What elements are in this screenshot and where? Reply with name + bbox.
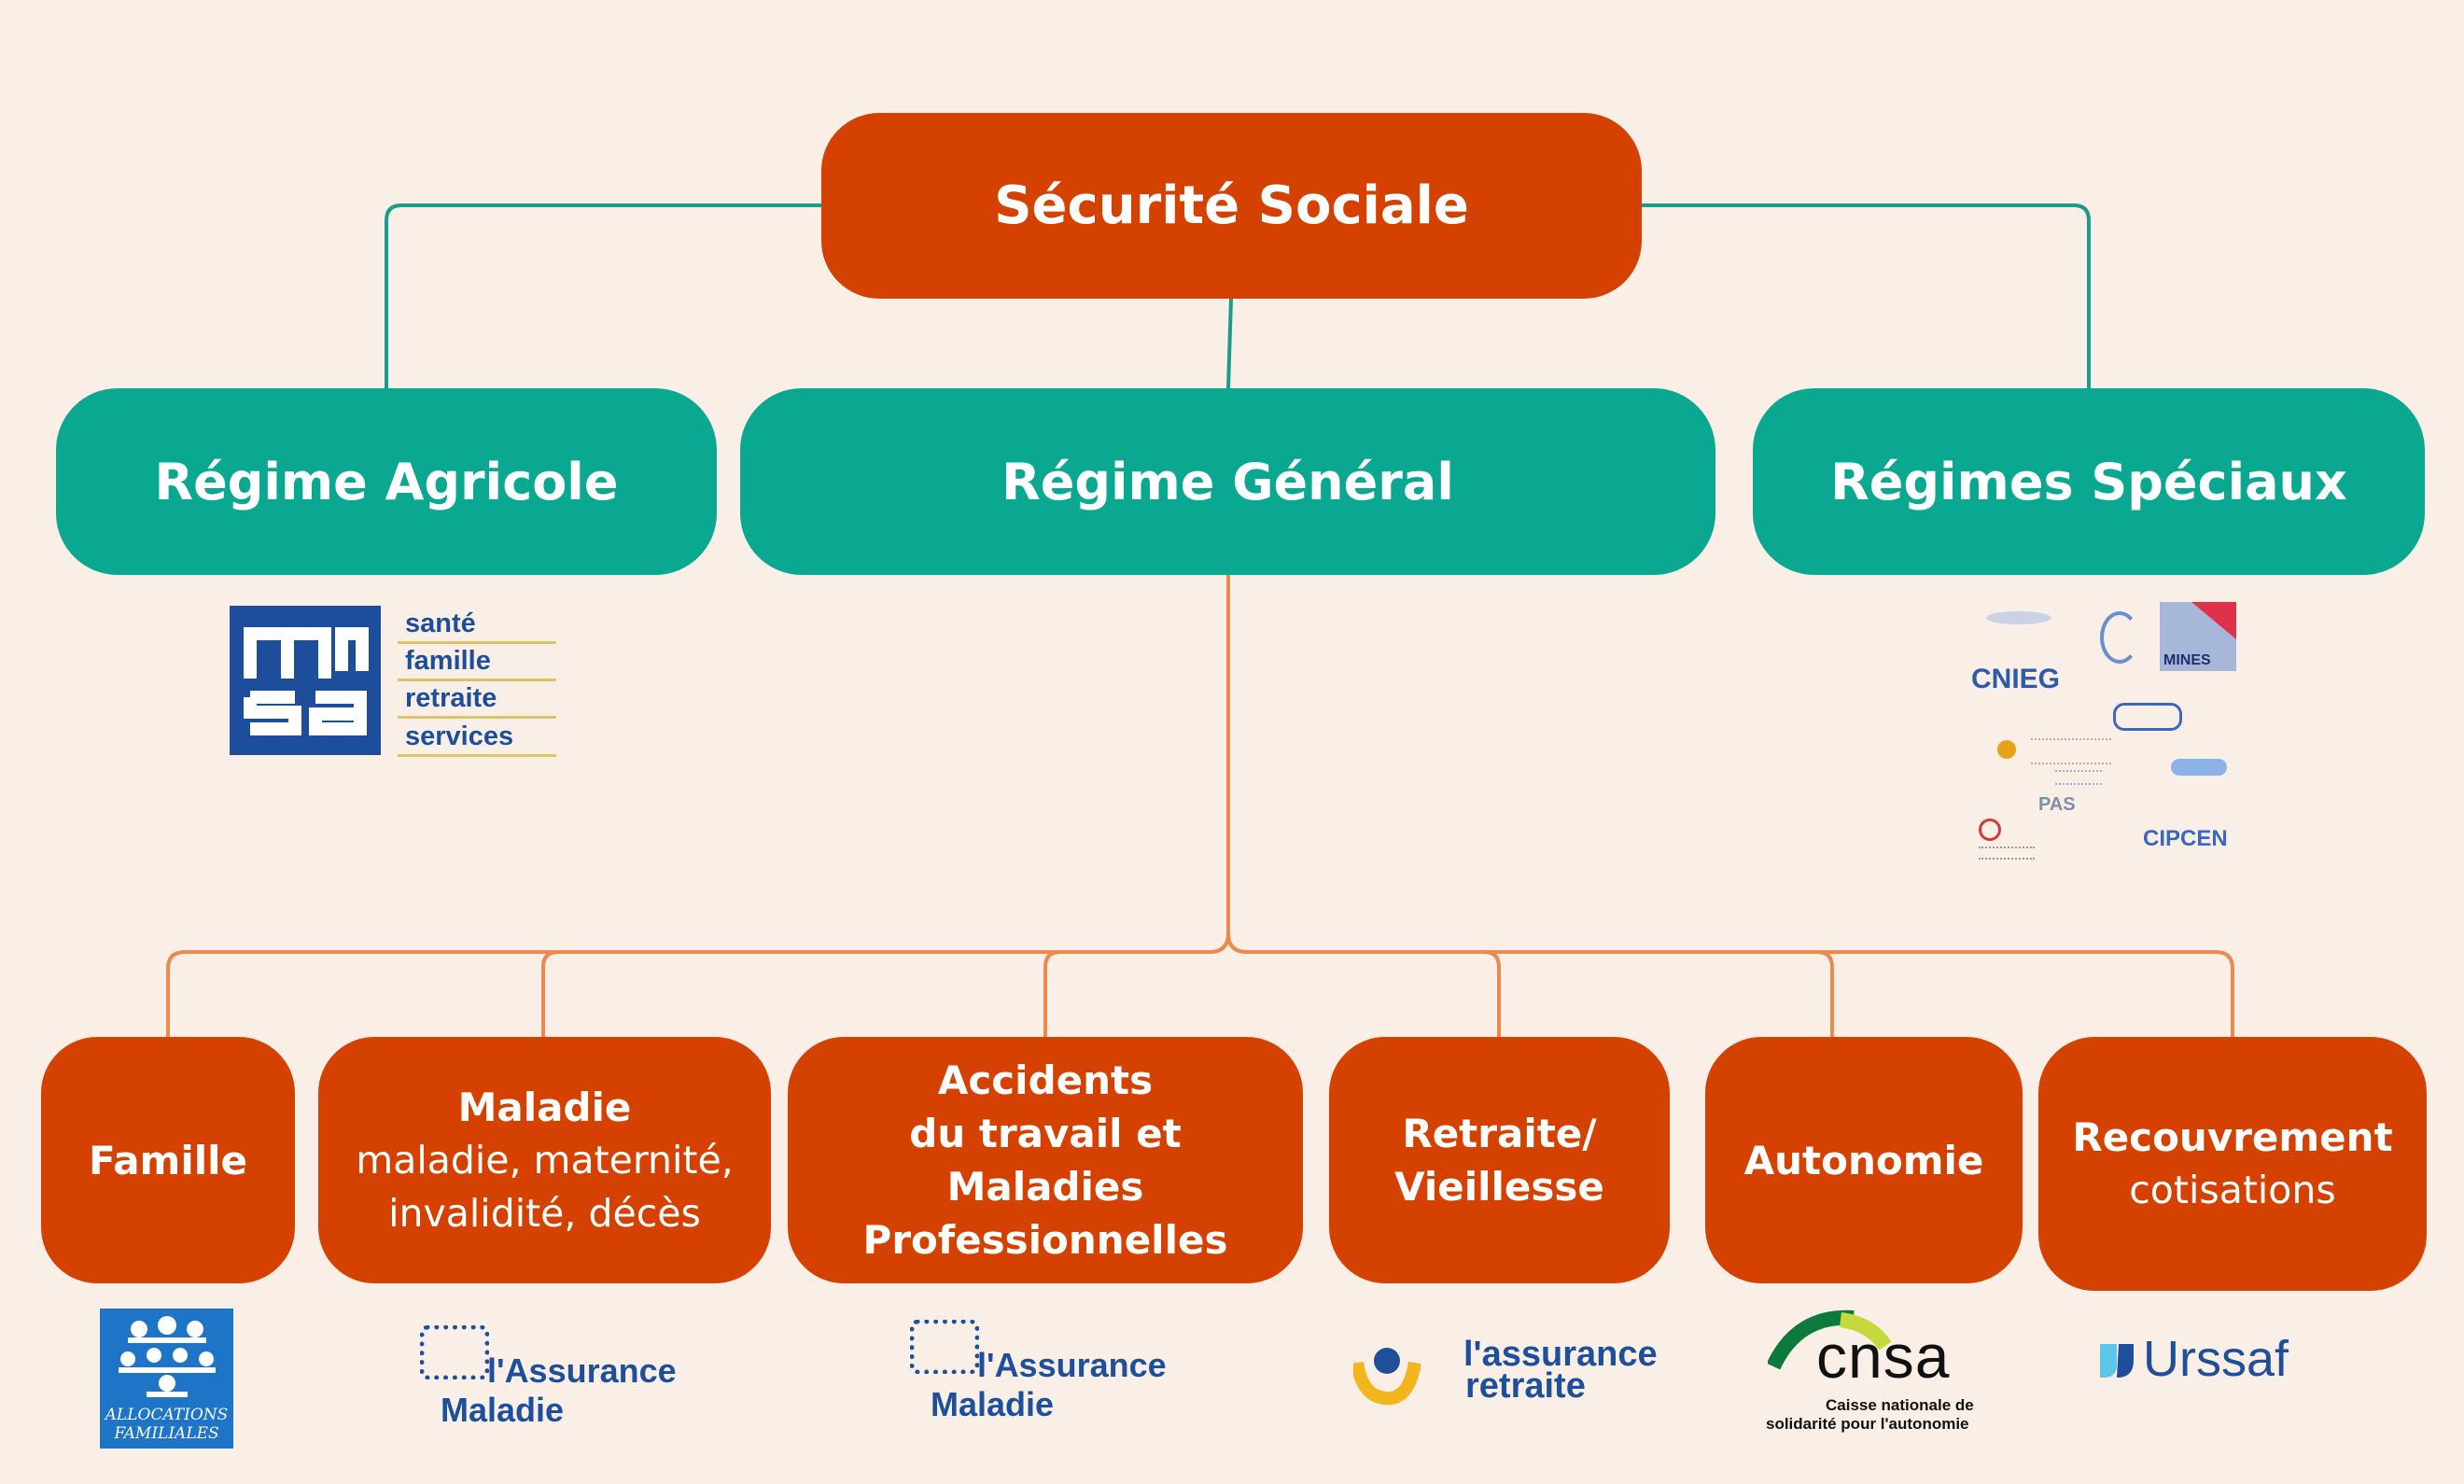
connector-autonomie xyxy=(1816,950,1834,1037)
accidents-line-2: du travail et xyxy=(909,1111,1182,1156)
caf-family-icon xyxy=(119,1316,216,1397)
caf-logo: ALLOCATIONS FAMILIALES xyxy=(100,1309,233,1449)
urssaf-symbol-icon xyxy=(2100,1344,2134,1378)
assurance-retraite-line-2: retraite xyxy=(1465,1366,1586,1406)
banque-france-emblem-icon xyxy=(1979,819,2001,841)
cnieg-logo-text: CNIEG xyxy=(1971,664,2061,694)
maladie-subtitle-2: invalidité, décès xyxy=(388,1190,701,1236)
maladie-subtitle: maladie, maternité, xyxy=(356,1137,734,1183)
autonomie-title: Autonomie xyxy=(1743,1137,1984,1183)
ameli-line-2: Maladie xyxy=(441,1391,565,1429)
regime-general-label: Régime Général xyxy=(1001,452,1454,511)
accidents-line-3: Maladies xyxy=(946,1164,1144,1210)
assurance-retraite-logo: l'assurance retraite xyxy=(1353,1333,1658,1407)
connector-maladie xyxy=(541,950,559,1037)
msa-word-list: santé famille retraite services xyxy=(398,606,556,757)
connector-accidents xyxy=(1043,950,1061,1037)
famille-title: Famille xyxy=(88,1137,247,1183)
securite-sociale-label: Sécurité Sociale xyxy=(994,175,1469,236)
cnsa-name: cnsa xyxy=(1816,1322,1951,1391)
caf-text-line-2: FAMILIALES xyxy=(114,1424,219,1443)
accidents-travail-node: Accidents du travail et Maladies Profess… xyxy=(788,1037,1303,1283)
ameli-2-line-1: l'Assurance xyxy=(977,1346,1167,1384)
small-text-block-icon xyxy=(2031,738,2111,764)
ameli-2-line-2: Maladie xyxy=(931,1385,1055,1423)
cnsa-line-2: solidarité pour l'autonomie xyxy=(1766,1415,1969,1433)
retraite-line-2: Vieillesse xyxy=(1394,1164,1604,1210)
cipcen-logo-text: CIPCEN xyxy=(2143,826,2228,851)
recouvrement-node: Recouvrement cotisations xyxy=(2038,1037,2427,1291)
regime-agricole-label: Régime Agricole xyxy=(154,452,619,511)
cnsa-arc-icon xyxy=(1768,1309,1892,1370)
mini-text-block-icon xyxy=(2055,770,2102,785)
connector-root-agri xyxy=(385,203,821,388)
msa-word-famille: famille xyxy=(398,644,556,681)
msa-word-retraite: retraite xyxy=(398,681,556,719)
connector-retraite xyxy=(1483,950,1501,1037)
assurance-retraite-symbol-icon xyxy=(1353,1348,1421,1406)
connector-bus-right xyxy=(1226,932,2234,1037)
connector-root-gen xyxy=(1226,298,1233,389)
assurance-retraite-line-1: l'assurance xyxy=(1463,1335,1658,1374)
accidents-line-4: Professionnelles xyxy=(862,1217,1228,1263)
mines-logo: MINES xyxy=(2160,602,2236,671)
ameli-figures-icon-2 xyxy=(910,1320,979,1374)
autonomie-node: Autonomie xyxy=(1705,1037,2023,1283)
cprp-logo-icon xyxy=(2113,703,2182,731)
recouvrement-subtitle: cotisations xyxy=(2129,1168,2336,1212)
regimes-speciaux-logos: CNIEG MINES PAS CIPCEN xyxy=(1964,602,2244,873)
regime-agricole-node: Régime Agricole xyxy=(56,388,717,575)
msa-logo: santé famille retraite services xyxy=(230,606,556,757)
famille-node: Famille xyxy=(41,1037,295,1283)
retraite-vieillesse-node: Retraite/ Vieillesse xyxy=(1329,1037,1670,1283)
recouvrement-title: Recouvrement xyxy=(2072,1114,2393,1160)
banque-france-text-icon xyxy=(1979,847,2035,860)
connector-root-spec xyxy=(1642,203,2091,388)
urssaf-name: Urssaf xyxy=(2143,1331,2289,1387)
msa-monogram xyxy=(230,606,381,755)
accidents-line-1: Accidents xyxy=(937,1057,1154,1103)
assurance-maladie-logo-1: l'Assurance Maladie xyxy=(401,1309,677,1430)
ratp-logo-icon xyxy=(2171,759,2227,776)
maladie-title: Maladie xyxy=(457,1084,632,1130)
msa-glyph-icon xyxy=(244,627,369,735)
urssaf-logo: Urssaf xyxy=(2096,1333,2320,1389)
crpcen-c-icon xyxy=(2100,611,2139,664)
securite-sociale-node: Sécurité Sociale xyxy=(821,113,1642,299)
regimes-speciaux-label: Régimes Spéciaux xyxy=(1830,452,2347,511)
pas-logo-text: PAS xyxy=(2038,794,2076,815)
ameli-figures-icon-1 xyxy=(420,1325,489,1379)
cnsa-logo: cnsa Caisse nationale de solidarité pour… xyxy=(1764,1309,1979,1439)
mines-triangle-icon xyxy=(2191,602,2236,639)
regime-general-node: Régime Général xyxy=(740,388,1715,575)
retraite-line-1: Retraite/ xyxy=(1402,1111,1597,1156)
cnieg-emblem-icon xyxy=(1986,611,2051,624)
ameli-line-1: l'Assurance xyxy=(487,1351,677,1390)
maladie-node: Maladie maladie, maternité, invalidité, … xyxy=(318,1037,771,1283)
msa-word-services: services xyxy=(398,719,556,757)
connector-bus-left xyxy=(166,932,1230,1037)
assurance-maladie-logo-2: l'Assurance Maladie xyxy=(891,1303,1167,1424)
cnsa-line-1: Caisse nationale de xyxy=(1826,1396,1974,1414)
cavimac-dot-icon xyxy=(1997,740,2016,759)
regimes-speciaux-node: Régimes Spéciaux xyxy=(1753,388,2425,575)
mines-logo-text: MINES xyxy=(2163,652,2211,668)
caf-text-line-1: ALLOCATIONS xyxy=(105,1406,229,1424)
msa-word-sante: santé xyxy=(398,606,556,644)
